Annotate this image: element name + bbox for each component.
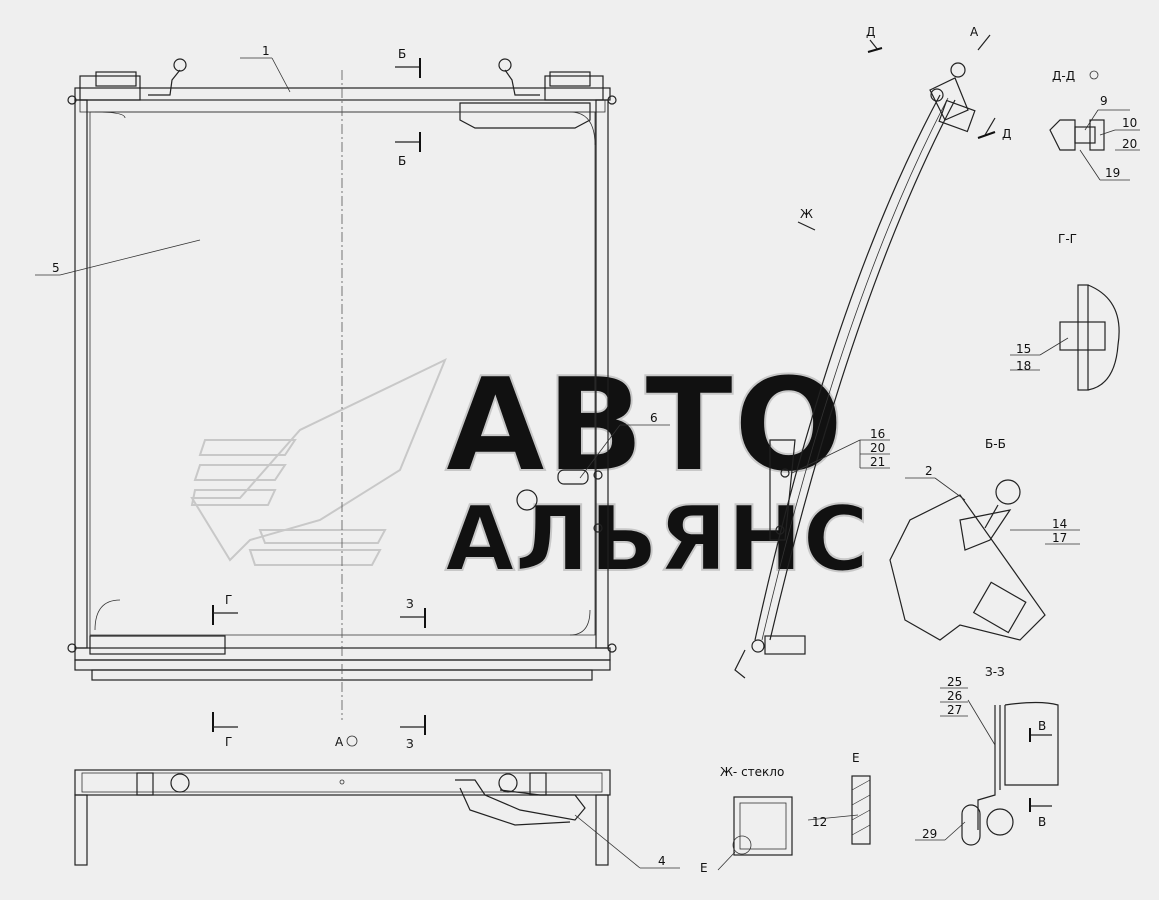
section-z-bottom: З <box>406 737 414 751</box>
label-29: 29 <box>922 827 937 841</box>
front-view-labels: 1 5 6 Б Б Г З Г З А <box>35 44 670 751</box>
section-dd: Д-Д 9 10 20 19 <box>1049 69 1140 181</box>
section-b-bottom: Б <box>398 154 406 168</box>
section-z-top: З <box>406 597 414 611</box>
detail-e-mark: Е <box>700 861 708 875</box>
section-e: Е 12 <box>807 751 871 845</box>
watermark-logo: АВТО АЛЬЯНС <box>190 348 870 593</box>
front-view <box>67 58 617 720</box>
section-v-top: В <box>1038 719 1046 733</box>
label-17: 17 <box>1052 531 1067 545</box>
view-a-arrow: А <box>970 25 979 39</box>
section-zh-glass: Ж- стекло Е <box>700 765 793 875</box>
label-26: 26 <box>947 689 962 703</box>
view-zh-arrow: Ж <box>800 207 813 221</box>
zh-glass-title: Ж- стекло <box>720 765 784 779</box>
label-21: 21 <box>870 455 885 469</box>
section-b-top: Б <box>398 47 406 61</box>
label-20b: 20 <box>1122 137 1137 151</box>
bottom-plan-view: 4 <box>74 769 680 869</box>
view-d-arrow-2: Д <box>1002 127 1011 141</box>
section-g-bottom: Г <box>225 735 232 749</box>
section-dd-title: Д-Д <box>1052 69 1075 83</box>
label-14: 14 <box>1052 517 1067 531</box>
label-16: 16 <box>870 427 885 441</box>
label-19: 19 <box>1105 166 1120 180</box>
label-12: 12 <box>812 815 827 829</box>
label-20a: 20 <box>870 441 885 455</box>
section-g-top: Г <box>225 593 232 607</box>
label-2: 2 <box>925 464 933 478</box>
label-15: 15 <box>1016 342 1031 356</box>
section-gg-title: Г-Г <box>1058 232 1077 246</box>
label-25: 25 <box>947 675 962 689</box>
label-1: 1 <box>262 44 270 58</box>
section-zz-title: З-З <box>985 665 1005 679</box>
section-gg: Г-Г 15 18 <box>1010 232 1120 391</box>
side-profile-view: Д А Д Ж 16 20 21 <box>734 25 1011 679</box>
label-10: 10 <box>1122 116 1137 130</box>
label-18: 18 <box>1016 359 1031 373</box>
section-zz: З-З 25 26 27 29 В В <box>915 665 1059 846</box>
view-d-arrow: Д <box>866 25 875 39</box>
view-a-label: А <box>335 735 344 749</box>
section-e-title: Е <box>852 751 860 765</box>
label-27: 27 <box>947 703 962 717</box>
label-4: 4 <box>658 854 666 868</box>
label-5: 5 <box>52 261 60 275</box>
section-bb-title: Б-Б <box>985 437 1006 451</box>
section-v-bottom: В <box>1038 815 1046 829</box>
section-bb: Б-Б 2 14 17 <box>889 437 1080 641</box>
label-6: 6 <box>650 411 658 425</box>
watermark-line2: АЛЬЯНС <box>445 487 869 592</box>
label-9: 9 <box>1100 94 1108 108</box>
